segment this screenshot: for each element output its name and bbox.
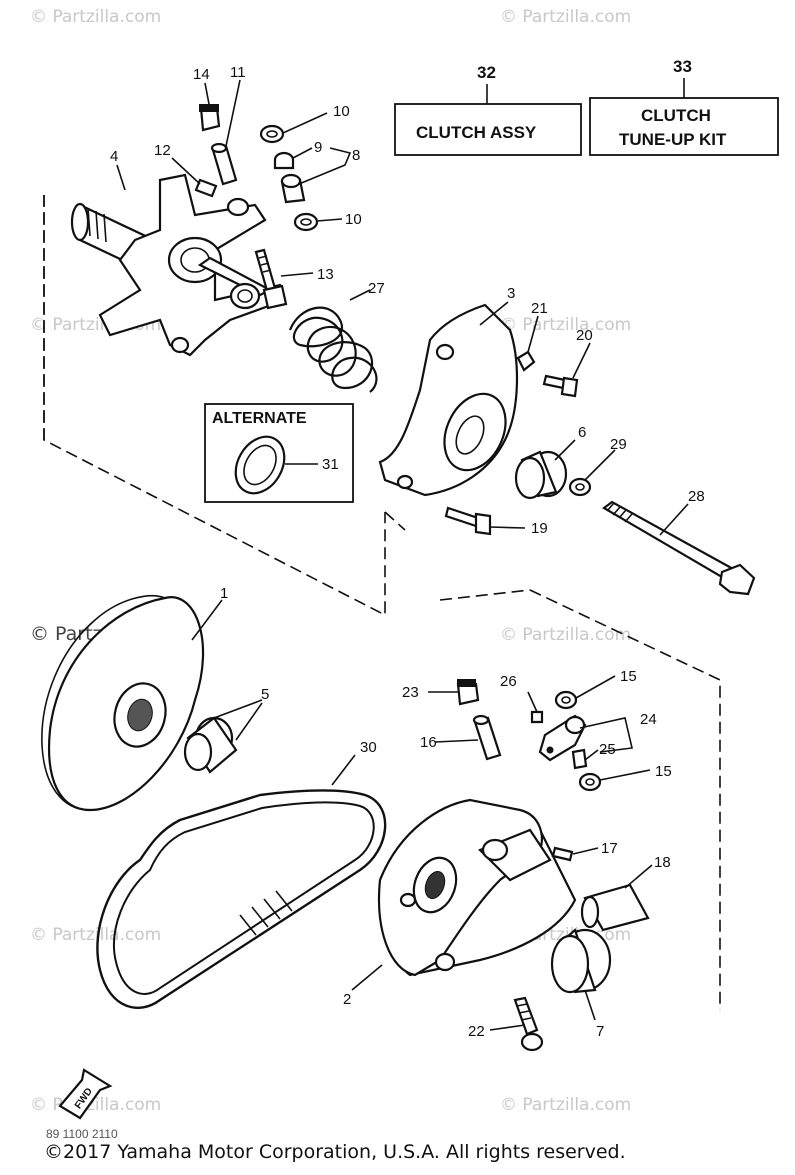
callout-18: 18 <box>654 854 671 871</box>
part-bushing-5 <box>183 716 238 774</box>
tune-up-kit-line2: TUNE-UP KIT <box>619 130 727 149</box>
part-sheave-1 <box>41 595 205 812</box>
watermark: © Partzilla.com <box>30 7 161 27</box>
callout-29: 29 <box>610 436 627 453</box>
watermark: © Partzilla.com <box>500 7 631 27</box>
part-bolt-20 <box>542 374 579 398</box>
part-washer-15b <box>578 772 602 792</box>
callout-10: 10 <box>333 103 350 120</box>
watermark: © Partzilla.com <box>500 315 631 335</box>
leader-lines <box>116 79 689 1031</box>
watermark: © Partzilla.com <box>30 925 161 945</box>
callout-12: 12 <box>154 142 171 159</box>
part-screw-19 <box>444 506 492 536</box>
watermark: © Partzilla.com <box>500 1095 631 1115</box>
tune-up-kit-box: 33 CLUTCH TUNE-UP KIT <box>589 57 779 156</box>
callout-4: 4 <box>110 148 118 165</box>
clutch-assy-box: 32 CLUTCH ASSY <box>394 63 582 156</box>
part-washer-10a <box>259 124 285 144</box>
callout-27: 27 <box>368 280 385 297</box>
callout-10: 10 <box>345 211 362 228</box>
drawing-code: 89 1100 2110 <box>46 1127 118 1141</box>
callout-15: 15 <box>620 668 637 685</box>
part-washer-10b <box>293 212 319 232</box>
watermark: © Partzilla.com <box>30 1095 161 1115</box>
ref-32: 32 <box>477 63 496 82</box>
callouts: 14 11 10 9 8 12 4 10 13 27 3 21 20 6 29 … <box>110 64 705 1040</box>
part-weight-14 <box>199 104 221 132</box>
callout-8: 8 <box>352 147 360 164</box>
callout-11: 11 <box>230 64 246 81</box>
part-movable-sheave-2 <box>378 798 577 977</box>
part-roller-25 <box>571 748 588 770</box>
callout-5: 5 <box>261 686 269 703</box>
callout-13: 13 <box>317 266 334 283</box>
part-pin-11 <box>210 142 238 186</box>
part-bushing-7 <box>550 928 612 994</box>
watermark: © Partzilla.com <box>500 625 631 645</box>
callout-23: 23 <box>402 684 419 701</box>
part-screw-26 <box>530 710 544 724</box>
part-bushing-6 <box>514 450 568 500</box>
part-screw-17 <box>551 846 574 862</box>
part-cover-3 <box>378 303 519 497</box>
part-washer-15a <box>554 690 578 710</box>
callout-15: 15 <box>655 763 672 780</box>
part-belt-30 <box>96 789 387 1009</box>
alternate-box: ALTERNATE 31 <box>204 403 354 503</box>
callout-30: 30 <box>360 739 377 756</box>
callout-25: 25 <box>599 741 616 758</box>
part-nut-21 <box>516 350 536 372</box>
callout-24: 24 <box>640 711 657 728</box>
callout-16: 16 <box>420 734 437 751</box>
part-pin-16 <box>472 714 502 761</box>
part-bolt-28 <box>602 500 756 596</box>
callout-22: 22 <box>468 1023 485 1040</box>
part-roller-8 <box>280 173 306 204</box>
copyright-notice: ©2017 Yamaha Motor Corporation, U.S.A. A… <box>44 1141 626 1163</box>
callout-21: 21 <box>531 300 548 317</box>
callout-20: 20 <box>576 327 593 344</box>
callout-7: 7 <box>596 1023 604 1040</box>
ref-33: 33 <box>673 57 692 76</box>
tune-up-kit-line1: CLUTCH <box>641 106 711 125</box>
fwd-arrow-icon: FWD <box>58 1068 113 1120</box>
part-clip-29 <box>568 477 592 497</box>
part-spider-shaft <box>70 173 287 357</box>
part-bolt-22 <box>513 996 544 1052</box>
clutch-assy-label: CLUTCH ASSY <box>416 123 537 142</box>
part-screw-12 <box>194 178 218 198</box>
callout-6: 6 <box>578 424 586 441</box>
callout-9: 9 <box>314 139 322 156</box>
part-arm-24 <box>538 714 587 762</box>
part-bushing-9 <box>273 151 295 170</box>
callout-31: 31 <box>322 456 339 473</box>
part-bushing-18 <box>580 883 650 932</box>
callout-17: 17 <box>601 840 618 857</box>
callout-26: 26 <box>500 673 517 690</box>
callout-19: 19 <box>531 520 548 537</box>
alternate-label: ALTERNATE <box>212 410 307 427</box>
part-bolt-13 <box>254 248 288 310</box>
callout-14: 14 <box>193 66 210 83</box>
callout-1: 1 <box>220 585 228 602</box>
callout-3: 3 <box>507 285 515 302</box>
callout-2: 2 <box>343 991 351 1008</box>
assembly-outline <box>43 195 721 1010</box>
part-spring-27 <box>288 306 378 393</box>
part-weight-23 <box>456 679 480 706</box>
callout-28: 28 <box>688 488 705 505</box>
